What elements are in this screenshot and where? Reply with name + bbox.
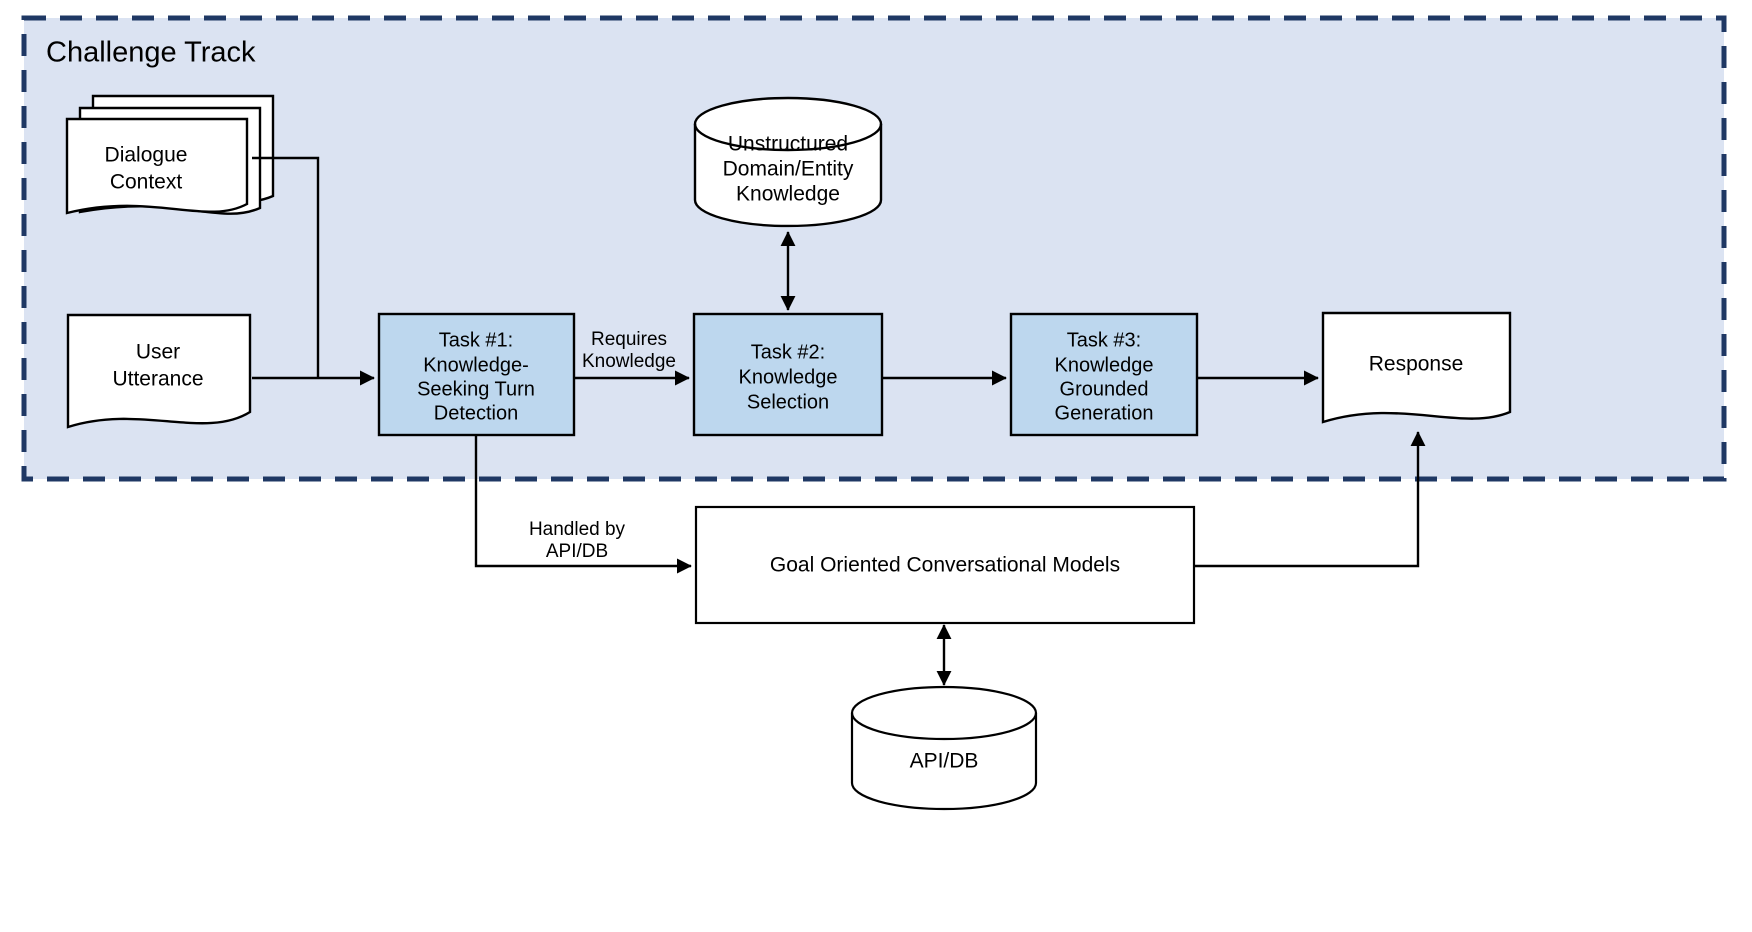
task1-label-line4: Detection: [434, 402, 519, 424]
edge-task1-to-goal-oriented-models: [474, 436, 692, 574]
edge-label-requires-knowledge-line2: Knowledge: [582, 351, 676, 372]
goal-oriented-models-label: Goal Oriented Conversational Models: [770, 554, 1120, 577]
task3-label-line2: Knowledge: [1055, 354, 1154, 376]
edge-label-handled-by-api-db-line1: Handled by: [529, 519, 626, 540]
edge-label-requires-knowledge-line1: Requires: [591, 329, 667, 350]
user-utterance-node: User Utterance: [66, 313, 252, 429]
task2-label-line2: Knowledge: [739, 366, 838, 388]
task3-label-line3: Grounded: [1060, 378, 1149, 400]
user-utterance-label-line1: User: [136, 341, 180, 364]
goal-oriented-models-node: Goal Oriented Conversational Models: [694, 505, 1196, 625]
unstructured-knowledge-label-line3: Knowledge: [736, 183, 840, 206]
unstructured-knowledge-label-line1: Unstructured: [728, 133, 848, 156]
task1-label-line1: Task #1:: [439, 329, 513, 351]
task3-node: Task #3: Knowledge Grounded Generation: [1009, 312, 1199, 437]
unstructured-knowledge-node: Unstructured Domain/Entity Knowledge: [693, 96, 883, 228]
api-db-node: API/DB: [850, 685, 1038, 811]
dialogue-context-node: Dialogue Context: [65, 94, 275, 215]
unstructured-knowledge-label-line2: Domain/Entity: [723, 158, 854, 181]
challenge-track-title: Challenge Track: [46, 37, 256, 69]
response-label: Response: [1369, 353, 1464, 376]
task2-label-line3: Selection: [747, 391, 829, 413]
edge-dialogue-context-to-task1: [252, 156, 320, 378]
task1-node: Task #1: Knowledge- Seeking Turn Detecti…: [377, 312, 576, 437]
task1-label-line2: Knowledge-: [423, 354, 529, 376]
dialogue-context-label-line1: Dialogue: [105, 144, 188, 167]
api-db-label: API/DB: [910, 750, 979, 773]
task2-node: Task #2: Knowledge Selection: [692, 312, 884, 437]
user-utterance-label-line2: Utterance: [112, 368, 203, 391]
response-node: Response: [1321, 311, 1512, 424]
dialogue-context-label-line2: Context: [110, 171, 183, 194]
edge-label-handled-by-api-db-line2: API/DB: [546, 541, 608, 562]
task3-label-line4: Generation: [1055, 402, 1154, 424]
edge-goal-oriented-models-to-response: [1195, 431, 1426, 568]
task1-label-line3: Seeking Turn: [417, 378, 535, 400]
task2-label-line1: Task #2:: [751, 341, 825, 363]
task3-label-line1: Task #3:: [1067, 329, 1141, 351]
